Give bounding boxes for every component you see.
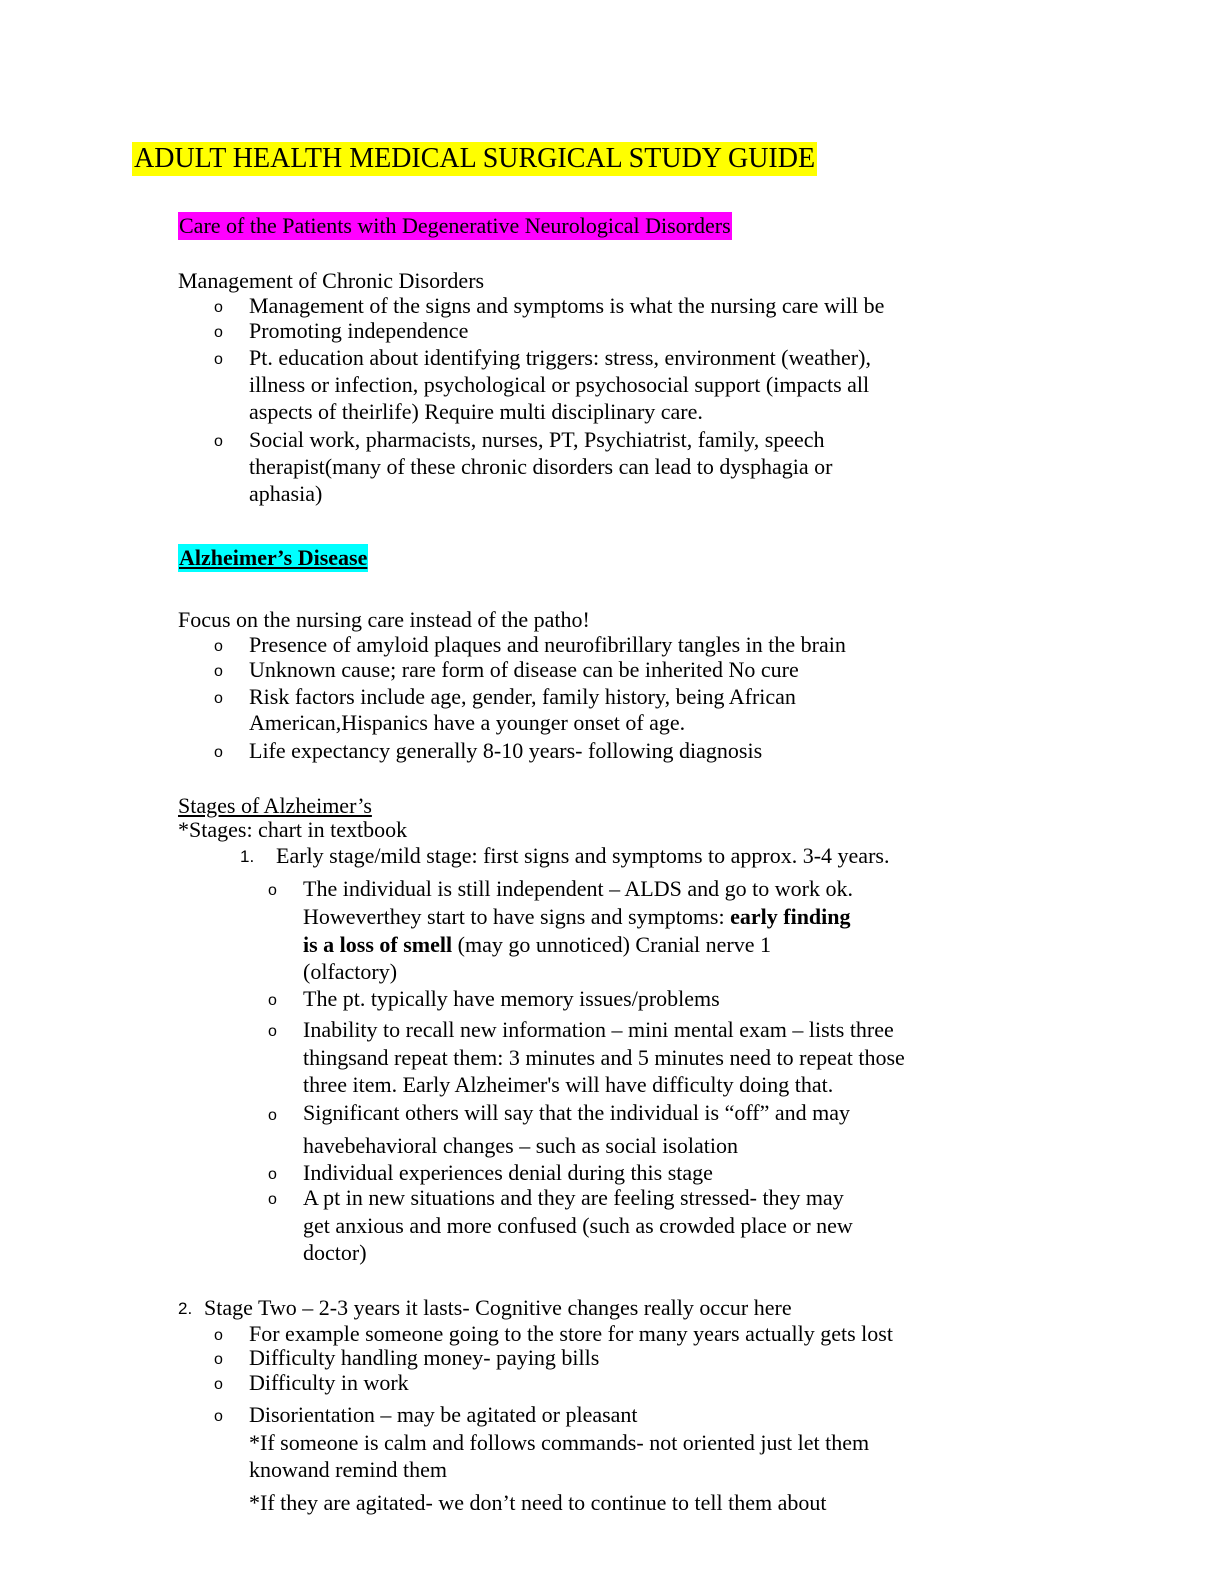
section-intro: Focus on the nursing care instead of the… [178, 607, 590, 632]
list-item: Pt. education about identifying triggers… [249, 345, 871, 370]
stage-title: Stage Two – 2-3 years it lasts- Cognitiv… [204, 1295, 792, 1320]
list-item: Significant others will say that the ind… [303, 1100, 851, 1125]
list-item-continued: therapist(many of these chronic disorder… [249, 454, 833, 479]
stage-title: Early stage/mild stage: first signs and … [276, 843, 890, 868]
list-item: Difficulty in work [249, 1370, 409, 1395]
emphasis-text: is a loss of smell [303, 932, 453, 957]
bullet-icon: o [214, 324, 223, 341]
bullet-icon: o [268, 1191, 277, 1208]
bullet-icon: o [268, 1023, 277, 1040]
list-item-note: knowand remind them [249, 1457, 447, 1482]
bullet-icon: o [268, 1107, 277, 1124]
stage-number: 1. [240, 847, 255, 866]
bullet-icon: o [214, 351, 223, 368]
list-item: Risk factors include age, gender, family… [249, 684, 796, 709]
list-item: For example someone going to the store f… [249, 1321, 893, 1346]
list-item-note: *If they are agitated- we don’t need to … [249, 1490, 827, 1515]
stages-note: *Stages: chart in textbook [178, 817, 408, 842]
list-item: Presence of amyloid plaques and neurofib… [249, 632, 846, 657]
list-item-continued: Howeverthey start to have signs and symp… [303, 904, 851, 929]
bullet-icon: o [214, 1376, 223, 1393]
list-item-continued: aspects of theirlife) Require multi disc… [249, 399, 703, 424]
document-title: ADULT HEALTH MEDICAL SURGICAL STUDY GUID… [132, 142, 818, 176]
list-item-continued: havebehavioral changes – such as social … [303, 1133, 738, 1158]
list-item: Difficulty handling money- paying bills [249, 1345, 600, 1370]
list-item-continued: illness or infection, psychological or p… [249, 372, 870, 397]
list-item: The pt. typically have memory issues/pro… [303, 986, 720, 1011]
bullet-icon: o [214, 433, 223, 450]
stages-heading: Stages of Alzheimer’s [178, 793, 372, 818]
stage-number: 2. [178, 1299, 193, 1318]
bullet-icon: o [214, 299, 223, 316]
list-item-note: *If someone is calm and follows commands… [249, 1430, 870, 1455]
list-item-continued: aphasia) [249, 481, 323, 506]
list-item: Management of the signs and symptoms is … [249, 293, 885, 318]
bullet-icon: o [214, 638, 223, 655]
bullet-icon: o [214, 1408, 223, 1425]
bullet-icon: o [214, 1327, 223, 1344]
bullet-icon: o [214, 744, 223, 761]
list-item: Individual experiences denial during thi… [303, 1160, 713, 1185]
bullet-icon: o [214, 663, 223, 680]
list-item-continued: (olfactory) [303, 959, 398, 984]
list-item: Unknown cause; rare form of disease can … [249, 657, 799, 682]
bullet-icon: o [214, 690, 223, 707]
bullet-icon: o [268, 882, 277, 899]
list-item: A pt in new situations and they are feel… [303, 1185, 844, 1210]
bullet-icon: o [268, 992, 277, 1009]
list-item-continued: thingsand repeat them: 3 minutes and 5 m… [303, 1045, 905, 1070]
list-item-continued: get anxious and more confused (such as c… [303, 1213, 853, 1238]
list-item: Disorientation – may be agitated or plea… [249, 1402, 638, 1427]
list-item: Inability to recall new information – mi… [303, 1017, 894, 1042]
list-item-continued: American,Hispanics have a younger onset … [249, 710, 686, 735]
section-heading-degenerative: Care of the Patients with Degenerative N… [178, 212, 732, 240]
list-item: Life expectancy generally 8-10 years- fo… [249, 738, 763, 763]
bullet-icon: o [214, 1351, 223, 1368]
section-heading-alzheimers: Alzheimer’s Disease [178, 544, 369, 572]
list-item-continued: three item. Early Alzheimer's will have … [303, 1072, 834, 1097]
subheading-chronic-disorders: Management of Chronic Disorders [178, 268, 485, 293]
list-item-continued: is a loss of smell (may go unnoticed) Cr… [303, 932, 772, 957]
emphasis-text: early finding [730, 904, 851, 929]
bullet-icon: o [268, 1166, 277, 1183]
list-item: Social work, pharmacists, nurses, PT, Ps… [249, 427, 825, 452]
list-item-continued: doctor) [303, 1240, 367, 1265]
list-item: The individual is still independent – AL… [303, 876, 853, 901]
list-item: Promoting independence [249, 318, 469, 343]
